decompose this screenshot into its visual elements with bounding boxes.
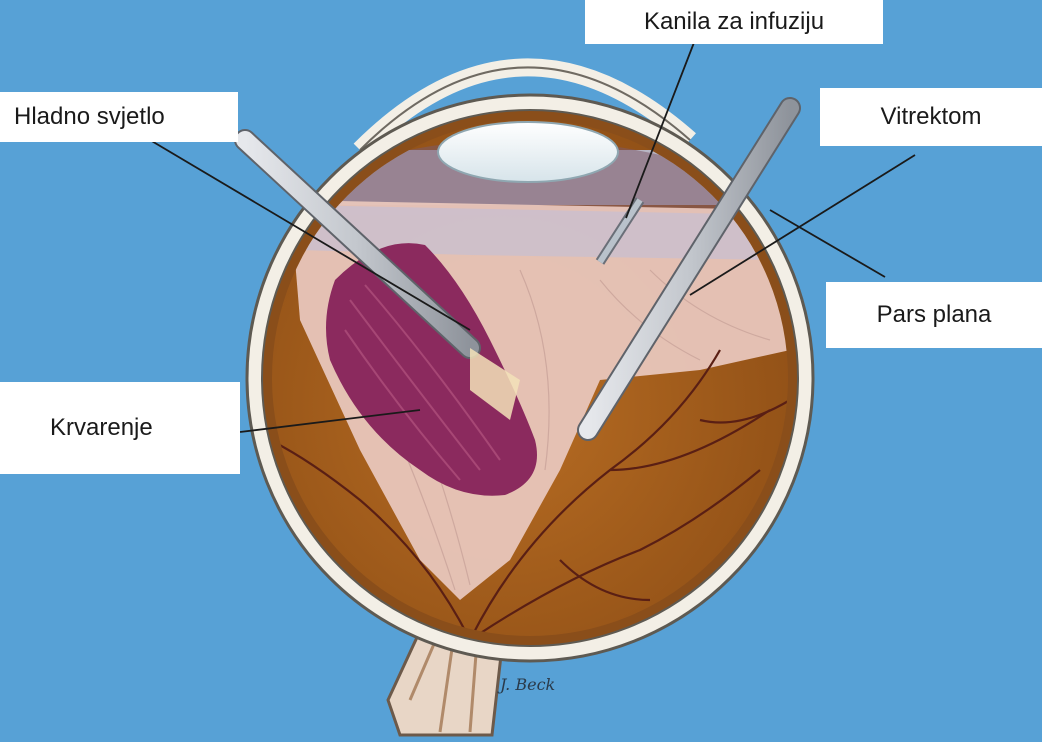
label-text: Pars plana bbox=[877, 303, 992, 327]
label-text: Hladno svjetlo bbox=[14, 105, 165, 129]
label-pars-plana: Pars plana bbox=[826, 282, 1042, 348]
lens bbox=[438, 122, 618, 182]
label-text: Kanila za infuziju bbox=[644, 10, 824, 34]
label-hemorrhage: Krvarenje bbox=[0, 382, 240, 474]
label-cold-light: Hladno svjetlo bbox=[0, 92, 238, 142]
label-vitrector: Vitrektom bbox=[820, 88, 1042, 146]
label-text: Vitrektom bbox=[881, 105, 982, 129]
signature-image: J. Beck bbox=[497, 675, 555, 694]
label-infusion-cannula: Kanila za infuziju bbox=[585, 0, 883, 44]
label-text: Krvarenje bbox=[50, 416, 153, 440]
